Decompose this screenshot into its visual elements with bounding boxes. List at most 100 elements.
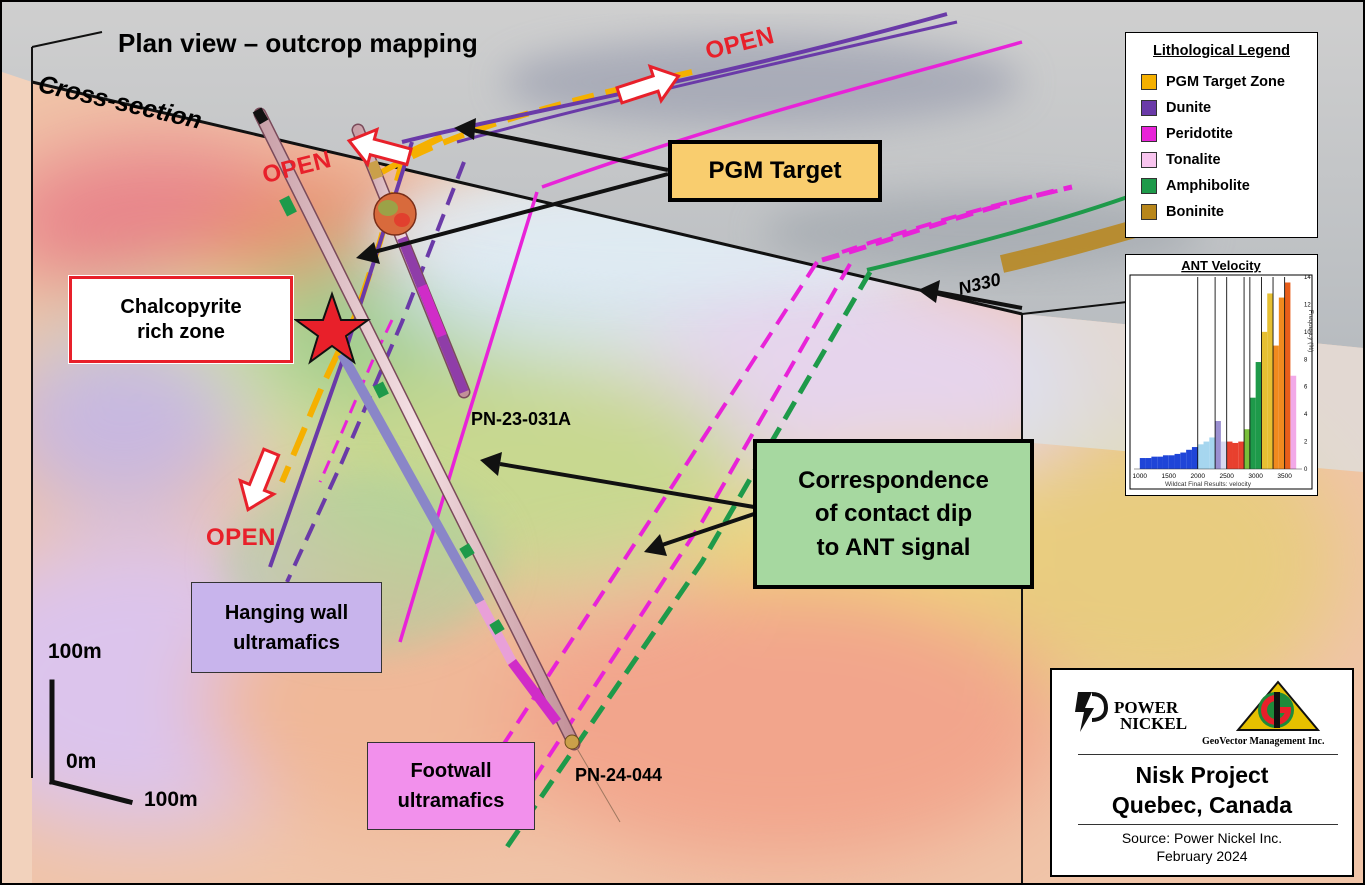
lithological-legend: Lithological Legend PGM Target Zone Duni…	[1125, 32, 1318, 238]
histogram-bar-8	[1186, 449, 1192, 469]
legend-swatch-pgm	[1141, 74, 1157, 90]
histogram-bar-19	[1249, 397, 1256, 469]
histogram-bar-16	[1232, 442, 1239, 469]
footwall-text-line2: ultramafics	[397, 790, 505, 812]
legend-item-dunite: Dunite	[1141, 98, 1211, 118]
y-tick-label-4: 8	[1304, 357, 1308, 363]
y-tick-label-7: 14	[1304, 275, 1311, 281]
x-tick-label-1: 1500	[1162, 473, 1177, 480]
pgm-target-callout: PGM Target	[668, 140, 882, 202]
scale-label-0m: 0m	[66, 750, 97, 773]
project-name-line2: Quebec, Canada	[1111, 792, 1293, 818]
legend-label-boninite: Boninite	[1166, 204, 1224, 220]
credits-divider-top	[1078, 754, 1338, 755]
footwall-text-line1: Footwall	[410, 760, 492, 782]
open-arrow-icon-left	[346, 127, 413, 168]
histogram-bar-15	[1226, 441, 1233, 469]
histogram-bar-24	[1278, 297, 1285, 469]
legend-title: Lithological Legend	[1153, 43, 1290, 59]
chalcopyrite-text-line1: Chalcopyrite	[120, 295, 242, 318]
x-tick-label-4: 3000	[1248, 473, 1263, 480]
legend-label-pgm: PGM Target Zone	[1166, 74, 1285, 90]
correspondence-callout: Correspondence of contact dip to ANT sig…	[753, 439, 1034, 589]
ant-chart-ylabel: Frequency (%)	[1307, 310, 1314, 353]
x-tick-label-0: 1000	[1133, 473, 1148, 480]
open-label-bottom: OPEN	[206, 524, 277, 551]
histogram-bar-2	[1151, 456, 1158, 469]
histogram-bar-9	[1191, 447, 1198, 469]
x-tick-label-5: 3500	[1277, 473, 1292, 480]
histogram-bar-17	[1238, 441, 1245, 469]
legend-item-pgm: PGM Target Zone	[1141, 72, 1285, 92]
histogram-bar-21	[1261, 331, 1268, 469]
peridotite-footwall-dash-1	[490, 260, 819, 764]
histogram-bar-26	[1290, 375, 1297, 469]
scale-bar	[48, 679, 134, 806]
legend-swatch-amphibolite	[1141, 178, 1157, 194]
legend-item-boninite: Boninite	[1141, 202, 1224, 222]
open-arrow-icon-top	[615, 64, 681, 105]
histogram-bar-14	[1220, 441, 1227, 469]
y-tick-label-1: 2	[1304, 440, 1308, 446]
legend-swatch-dunite	[1141, 100, 1157, 116]
peridotite-hanging-dash	[318, 319, 394, 483]
power-nickel-name-line2: NICKEL	[1120, 714, 1188, 733]
footwall-callout: Footwall ultramafics	[367, 742, 535, 830]
y-tick-label-3: 6	[1304, 385, 1308, 391]
hanging-wall-text-line1: Hanging wall	[224, 601, 349, 624]
geovector-name: GeoVector Management Inc.	[1202, 736, 1325, 747]
peridotite-solid-line-1	[398, 191, 539, 643]
histogram-bar-1	[1145, 458, 1152, 469]
legend-label-peridotite: Peridotite	[1166, 126, 1233, 142]
ant-chart-xlabel: Wildcat Final Results: velocity	[1165, 481, 1252, 488]
legend-label-tonalite: Tonalite	[1166, 152, 1221, 168]
hanging-wall-text-line2: ultramafics	[233, 631, 340, 654]
drillhole-pn-24-044	[252, 107, 621, 823]
histogram-bar-25	[1284, 282, 1291, 469]
legend-item-amphibolite: Amphibolite	[1141, 176, 1250, 196]
credits-divider-bottom	[1078, 824, 1338, 825]
power-nickel-name-line1: POWER	[1114, 698, 1179, 717]
amphibolite-footwall-dash	[504, 270, 873, 849]
legend-swatch-peridotite	[1141, 126, 1157, 142]
correspondence-text-line2: of contact dip	[814, 500, 973, 528]
correspondence-text-line1: Correspondence	[798, 466, 989, 494]
histogram-bar-0	[1139, 458, 1146, 469]
histogram-bar-3	[1157, 456, 1163, 469]
geovector-logo-icon	[1235, 680, 1321, 731]
y-tick-label-5: 10	[1304, 330, 1311, 336]
legend-item-tonalite: Tonalite	[1141, 150, 1221, 170]
peridotite-plan-line	[541, 40, 1023, 189]
peridotite-plan-dash	[821, 184, 1073, 263]
histogram-bar-6	[1174, 453, 1181, 469]
dunite-plan-line-2	[456, 20, 958, 144]
histogram-bar-4	[1162, 455, 1169, 469]
open-arrow-icon-down	[238, 447, 281, 512]
histogram-bar-5	[1168, 455, 1175, 469]
drillhole-label-pn-24-044: PN-24-044	[575, 765, 663, 785]
plan-view-title: Plan view – outcrop mapping	[118, 28, 478, 58]
project-name-line1: Nisk Project	[1135, 762, 1269, 788]
scale-label-100m-vertical: 100m	[48, 640, 102, 663]
histogram-bar-18	[1244, 429, 1250, 469]
pgm-target-text: PGM Target	[708, 157, 842, 184]
histogram-bar-20	[1255, 362, 1262, 469]
ant-chart-title: ANT Velocity	[1181, 258, 1261, 273]
chalcopyrite-callout: Chalcopyrite rich zone	[68, 275, 294, 364]
block-outline	[31, 31, 1128, 883]
drillhole-label-pn-23-031a: PN-23-031A	[471, 409, 572, 429]
histogram-bar-13	[1215, 421, 1221, 469]
chalcopyrite-star-icon	[292, 290, 372, 365]
credits-panel: POWER NICKEL GeoVector Management Inc. N…	[1050, 668, 1354, 877]
legend-swatch-boninite	[1141, 204, 1157, 220]
scale-label-100m-horizontal: 100m	[144, 788, 198, 811]
pointer-arrows	[356, 118, 1023, 556]
amphibolite-plan-line	[866, 190, 1143, 272]
histogram-bar-22	[1267, 293, 1274, 469]
legend-item-peridotite: Peridotite	[1141, 124, 1233, 144]
power-nickel-logo-icon	[1075, 692, 1109, 732]
source-text: Source: Power Nickel Inc.	[1121, 830, 1283, 846]
